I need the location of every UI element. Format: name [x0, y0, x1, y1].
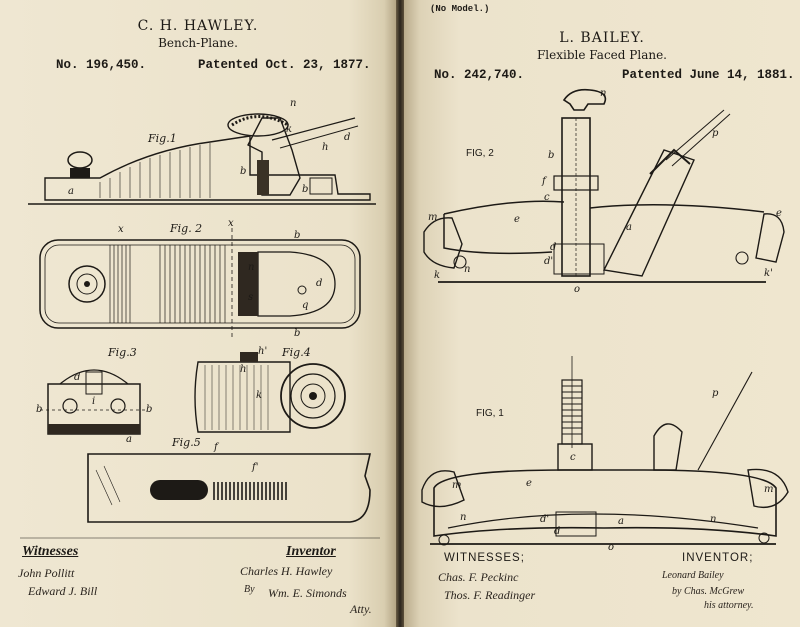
left-fig2-top-view	[39, 228, 361, 340]
left-fig2-letter: n	[248, 262, 255, 273]
left-fig4-letter: h	[240, 364, 247, 375]
left-fig4-label: Fig.4	[282, 346, 311, 359]
right-fig1-letter: d'	[540, 514, 550, 525]
right-fig1-letter: e	[526, 478, 532, 489]
right-fig2-letter: d'	[544, 256, 554, 267]
right-fig1-side-view	[421, 356, 789, 546]
left-by-label: By	[244, 584, 255, 595]
left-fig3-letter: b	[146, 404, 153, 415]
left-witness-signature: John Pollitt	[18, 566, 75, 580]
right-fig1-letter: a	[618, 516, 624, 527]
left-fig2-letter: s	[248, 292, 254, 303]
left-fig4-end-view	[194, 352, 346, 433]
right-fig1-letter: n	[460, 512, 467, 523]
left-fig1-letter: a	[68, 186, 74, 197]
right-patent-drawings	[421, 88, 789, 546]
left-attorney-abbrev: Atty.	[350, 602, 372, 616]
left-fig1-side-view	[28, 113, 376, 205]
right-fig2-letter: b	[548, 150, 555, 161]
right-fig2-letter: c	[544, 192, 550, 203]
left-fig3-letter: a	[126, 434, 132, 445]
right-fig2-letter: n	[600, 88, 607, 99]
left-fig2-letter: b	[294, 328, 301, 339]
right-fig2-letter: d	[550, 242, 557, 253]
left-fig5-plate	[87, 453, 372, 523]
left-witness-signature: Edward J. Bill	[28, 584, 98, 598]
right-no-model-note: (No Model.)	[430, 4, 490, 14]
left-fig3-letter: d	[74, 372, 81, 383]
left-fig1-letter: n	[290, 98, 297, 109]
right-witnesses-heading: WITNESSES;	[444, 552, 525, 564]
left-attorney-signature: Wm. E. Simonds	[268, 586, 347, 600]
left-patent-title: Bench-Plane.	[158, 36, 238, 50]
right-attorney-note: his attorney.	[704, 600, 754, 611]
left-patent-page: C. H. HAWLEY. Bench-Plane. No. 196,450. …	[0, 0, 396, 627]
right-fig2-letter: e	[776, 208, 782, 219]
right-patent-page: (No Model.) L. BAILEY. Flexible Faced Pl…	[404, 0, 800, 627]
right-fig2-letter: o	[574, 284, 581, 295]
right-fig2-letter: f	[542, 176, 546, 187]
right-witness-signature: Thos. F. Readinger	[444, 588, 536, 602]
right-inventor-name: L. BAILEY.	[559, 30, 645, 46]
left-fig2-letter: q	[302, 300, 309, 311]
right-fig2-letter: k	[434, 270, 441, 281]
left-fig1-letter: d	[344, 132, 351, 143]
left-patent-drawings	[20, 113, 380, 539]
right-fig1-letter: n	[710, 514, 717, 525]
left-fig5-label: Fig.5	[172, 436, 201, 449]
right-fig1-letter: m	[452, 480, 462, 491]
right-fig2-section	[423, 88, 785, 283]
left-fig3-section	[40, 369, 148, 435]
left-inventor-heading: Inventor	[286, 544, 336, 559]
left-patent-number: No. 196,450.	[56, 58, 147, 72]
left-fig3-letter: b	[36, 404, 43, 415]
right-inventor-heading: INVENTOR;	[682, 552, 754, 564]
left-inventor-name: C. H. HAWLEY.	[137, 18, 259, 34]
right-fig1-letter: d	[554, 526, 561, 537]
left-fig4-letter: k	[256, 390, 263, 401]
right-witness-signature: Chas. F. Peckinc	[438, 570, 519, 584]
left-patent-date: Patented Oct. 23, 1877.	[198, 58, 371, 72]
right-fig2-letter: e	[514, 214, 520, 225]
left-fig3-letter: i	[92, 396, 96, 407]
left-fig3-label: Fig.3	[108, 346, 137, 359]
left-inventor-signature: Charles H. Hawley	[240, 564, 333, 578]
right-fig2-letter: a	[626, 222, 632, 233]
left-fig2-letter: x	[118, 224, 124, 235]
right-inventor-signature: Leonard Bailey	[662, 570, 724, 581]
left-fig2-letter: d	[316, 278, 323, 289]
right-fig2-letter: k'	[764, 268, 773, 279]
right-fig2-letter: p	[712, 128, 719, 139]
left-fig1-letter: b	[302, 184, 309, 195]
left-witnesses-heading: Witnesses	[22, 544, 79, 559]
left-fig2-label: Fig. 2	[170, 222, 203, 235]
right-fig2-letter: m	[428, 212, 438, 223]
right-fig1-letter: c	[570, 452, 576, 463]
book-gutter	[396, 0, 404, 627]
right-attorney-signature: by Chas. McGrew	[672, 586, 745, 597]
left-fig2-letter: x	[228, 218, 234, 229]
left-fig5-letter: f'	[252, 462, 259, 473]
left-fig1-letter: h	[322, 142, 329, 153]
right-fig1-letter: m	[764, 484, 774, 495]
left-fig2-letter: b	[294, 230, 301, 241]
left-fig1-letter: k	[286, 124, 293, 135]
left-fig1-letter: b	[240, 166, 247, 177]
right-fig1-letter: o	[608, 542, 615, 553]
right-patent-number: No. 242,740.	[434, 68, 525, 82]
left-fig5-letter: f	[214, 442, 218, 453]
right-patent-title: Flexible Faced Plane.	[536, 48, 667, 62]
right-fig1-label: FIG, 1	[476, 408, 504, 419]
right-patent-date: Patented June 14, 1881.	[622, 68, 795, 82]
left-fig4-letter: h'	[258, 346, 268, 357]
left-fig1-label: Fig.1	[148, 132, 177, 145]
right-fig2-letter: n	[464, 264, 471, 275]
right-fig2-label: FIG, 2	[466, 148, 494, 159]
right-fig1-letter: p	[712, 388, 719, 399]
